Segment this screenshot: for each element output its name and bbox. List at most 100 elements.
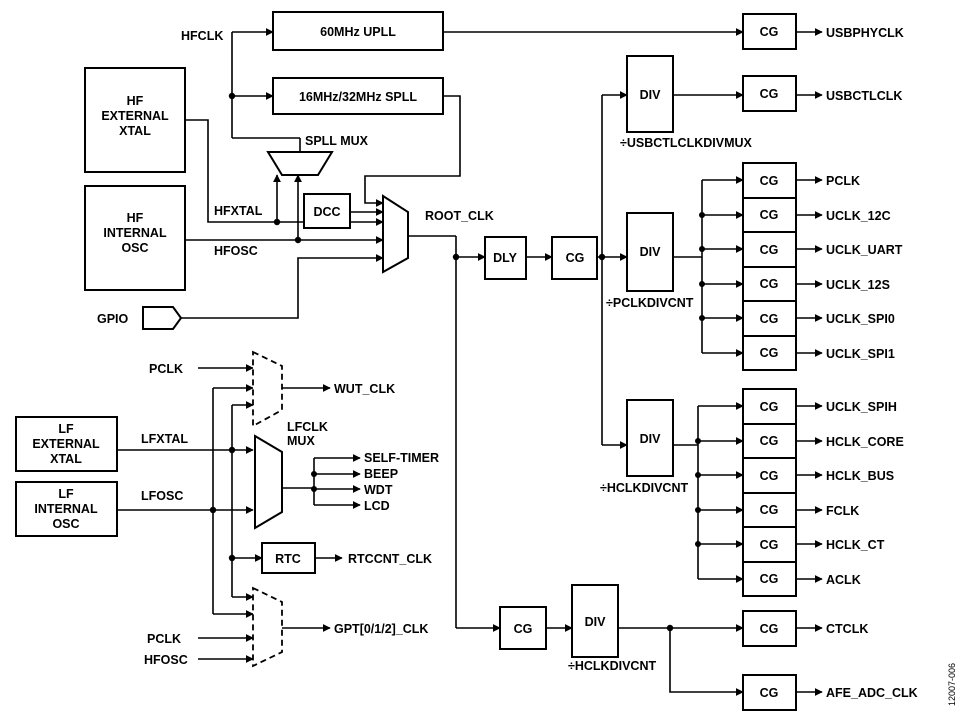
div-hclk-block: DIV — [626, 399, 674, 477]
cg-bottom-block: CG — [499, 606, 547, 650]
div-hclk-label: DIV — [640, 432, 662, 446]
hclk2-divider-label: ÷HCLKDIVCNT — [568, 659, 656, 673]
lfxtal-label: LFXTAL — [141, 432, 188, 446]
lf-out-1: BEEP — [364, 467, 398, 481]
upll-label: 60MHz UPLL — [320, 25, 396, 39]
lf-out-3: LCD — [364, 499, 390, 513]
cg-main-block: CG — [551, 236, 598, 280]
hf-internal-osc-block: HF INTERNAL OSC — [84, 185, 186, 291]
rtccnt-clk-label: RTCCNT_CLK — [348, 552, 432, 566]
hfosc-label: HFOSC — [214, 244, 258, 258]
wut-mux-shape — [252, 350, 283, 428]
pclk-out-2: UCLK_UART — [826, 243, 903, 257]
hfosc-in2-label: HFOSC — [144, 653, 188, 667]
div-pclk-label: DIV — [640, 245, 662, 259]
cg-hclk-4: CG — [760, 538, 779, 552]
hf-ext-xtal-l3: XTAL — [119, 124, 151, 138]
hclk-out-5: ACLK — [826, 573, 861, 587]
cg-pclk-2: CG — [760, 243, 779, 257]
pclk-in-label: PCLK — [149, 362, 183, 376]
cg-pclk-4: CG — [760, 312, 779, 326]
lf-int-osc-l3: OSC — [52, 517, 79, 531]
hf-ext-xtal-l1: HF — [127, 94, 144, 108]
dly-block: DLY — [484, 236, 527, 280]
afe-adc-clk-label: AFE_ADC_CLK — [826, 686, 918, 700]
gpt-mux-shape — [252, 586, 283, 668]
dly-label: DLY — [493, 251, 518, 265]
cg-usbphy-label: CG — [760, 25, 779, 39]
pclk-divider-label: ÷PCLKDIVCNT — [606, 296, 694, 310]
hclk-divider-label: ÷HCLKDIVCNT — [600, 481, 688, 495]
pclk-out-0: PCLK — [826, 174, 860, 188]
hclk-group-wires — [673, 402, 744, 583]
lf-internal-osc-block: LF INTERNAL OSC — [15, 481, 118, 537]
cg-hclk-3: CG — [760, 503, 779, 517]
lfosc-label: LFOSC — [141, 489, 183, 503]
gpio-pin-shape — [142, 306, 183, 330]
lf-region-wires — [117, 364, 361, 663]
hclk-out-3: FCLK — [826, 504, 859, 518]
hclk-out-4: HCLK_CT — [826, 538, 885, 552]
upll-block: 60MHz UPLL — [272, 11, 444, 51]
rtc-label: RTC — [275, 552, 301, 566]
pclk-out-5: UCLK_SPI1 — [826, 347, 895, 361]
spll-label: 16MHz/32MHz SPLL — [299, 90, 417, 104]
wut-clk-label: WUT_CLK — [334, 382, 395, 396]
hf-ext-xtal-l2: EXTERNAL — [101, 109, 169, 123]
usbctlclk-label: USBCTLCLK — [826, 89, 902, 103]
lfclk-mux-shape — [254, 434, 283, 530]
hfxtal-label: HFXTAL — [214, 204, 263, 218]
hclk-out-2: HCLK_BUS — [826, 469, 894, 483]
cg-pclk-1: CG — [760, 208, 779, 222]
root-clk-label: ROOT_CLK — [425, 209, 494, 223]
pclk-in2-label: PCLK — [147, 632, 181, 646]
lfclk-mux-label-l2: MUX — [287, 434, 315, 448]
output-arrows — [796, 28, 823, 696]
lf-ext-xtal-l3: XTAL — [50, 452, 82, 466]
pclk-out-3: UCLK_12S — [826, 278, 890, 292]
spll-mux-label: SPLL MUX — [305, 134, 369, 148]
cg-pclk-5: CG — [760, 346, 779, 360]
hfclk-label: HFCLK — [181, 29, 223, 43]
hf-int-osc-l2: INTERNAL — [103, 226, 167, 240]
hf-int-osc-l3: OSC — [121, 241, 148, 255]
pclk-group-wires — [673, 176, 744, 357]
div-bottom-block: DIV — [571, 584, 619, 658]
div-bottom-label: DIV — [585, 615, 607, 629]
cg-pclk-0: CG — [760, 174, 779, 188]
cg-main-label: CG — [566, 251, 585, 265]
cg-pclk-3: CG — [760, 277, 779, 291]
div-pclk-block: DIV — [626, 212, 674, 292]
spll-block: 16MHz/32MHz SPLL — [272, 77, 444, 115]
lf-int-osc-l1: LF — [58, 487, 74, 501]
cg-ctclk-label: CG — [760, 622, 779, 636]
root-clk-mux-shape — [382, 194, 409, 274]
cg-hclk-0: CG — [760, 400, 779, 414]
lf-external-xtal-block: LF EXTERNAL XTAL — [15, 416, 118, 472]
cg-column: CG CG CG CG CG CG CG CG CG CG CG CG CG C… — [742, 13, 797, 711]
div-usbctl-block: DIV — [626, 55, 674, 133]
spll-mux-shape — [266, 151, 334, 176]
hf-int-osc-l1: HF — [127, 211, 144, 225]
hclk-out-0: UCLK_SPIH — [826, 400, 897, 414]
lf-out-0: SELF-TIMER — [364, 451, 439, 465]
lf-int-osc-l2: INTERNAL — [34, 502, 98, 516]
div-usbctl-label: DIV — [640, 88, 662, 102]
gpt-clk-label: GPT[0/1/2]_CLK — [334, 622, 428, 636]
cg-hclk-1: CG — [760, 434, 779, 448]
dcc-label: DCC — [313, 205, 340, 219]
pclk-out-1: UCLK_12C — [826, 209, 891, 223]
usbctl-divider-label: ÷USBCTLCLKDIVMUX — [620, 136, 753, 150]
hf-external-xtal-block: HF EXTERNAL XTAL — [84, 67, 186, 173]
cg-usbctl-label: CG — [760, 87, 779, 101]
dots-top — [228, 92, 606, 261]
hf-source-wires — [181, 28, 744, 632]
rtc-block: RTC — [261, 542, 316, 574]
usbphyclk-label: USBPHYCLK — [826, 26, 904, 40]
lf-ext-xtal-l1: LF — [58, 422, 74, 436]
hclk-out-1: HCLK_CORE — [826, 435, 904, 449]
ctclk-label: CTCLK — [826, 622, 868, 636]
dcc-block: DCC — [303, 193, 351, 229]
